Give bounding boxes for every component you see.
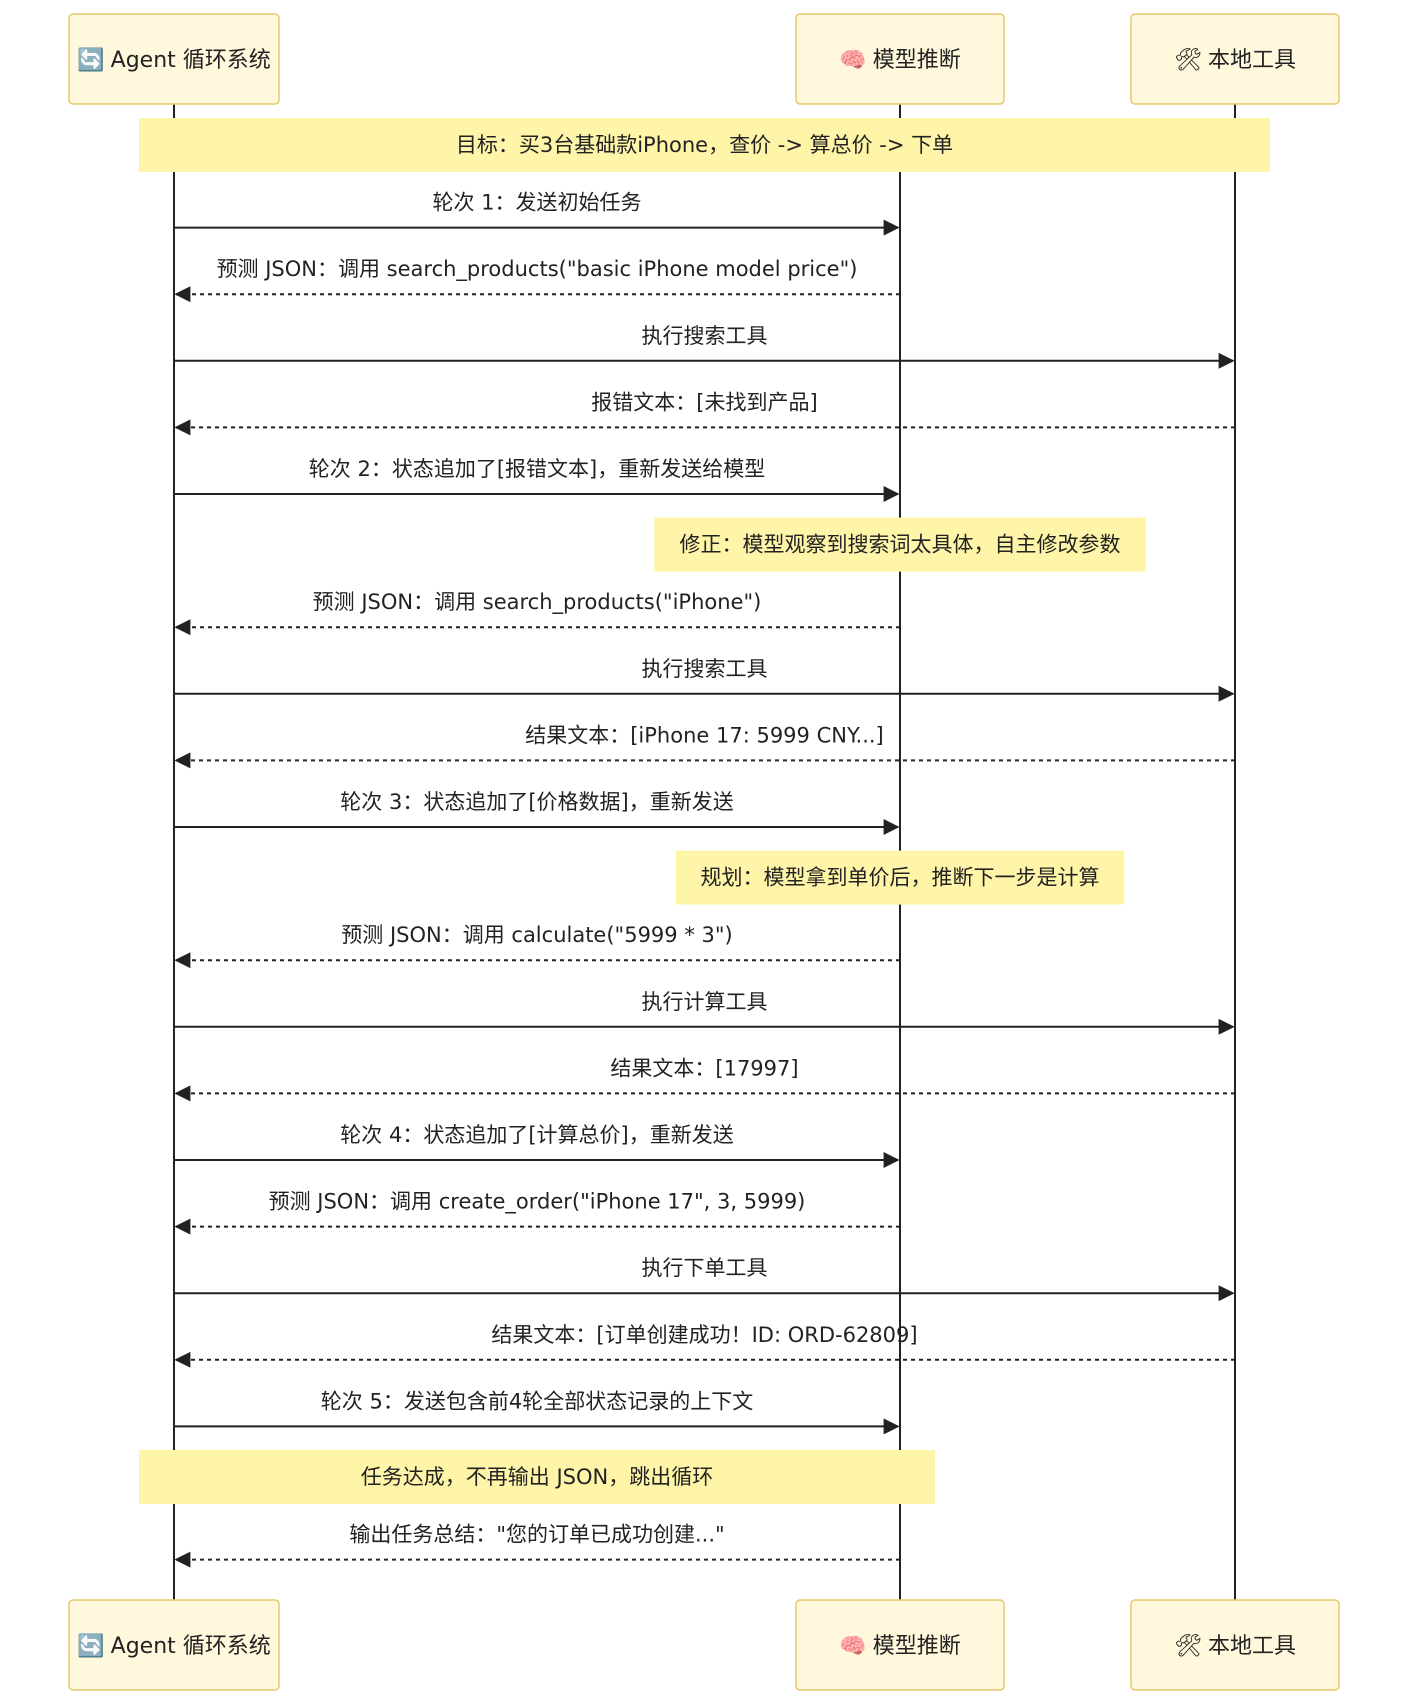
message: 执行搜索工具	[174, 324, 1235, 369]
message: 执行计算工具	[174, 990, 1235, 1035]
message-label: 执行搜索工具	[642, 657, 768, 681]
actor-box	[1130, 1599, 1340, 1691]
brain-icon: 🧠	[839, 1634, 866, 1659]
note-box	[139, 118, 1270, 172]
actor-box	[795, 13, 1005, 105]
actor-label-text: 本地工具	[1208, 48, 1296, 73]
message-label: 输出任务总结："您的订单已成功创建..."	[349, 1523, 724, 1547]
message-label: 结果文本：[17997]	[610, 1056, 798, 1080]
hammer-wrench-icon: 🛠	[1174, 48, 1202, 73]
actor-box	[1130, 13, 1340, 105]
message-label: 轮次 2：状态追加了[报错文本]，重新发送给模型	[309, 457, 765, 481]
actor-box	[795, 1599, 1005, 1691]
message: 轮次 2：状态追加了[报错文本]，重新发送给模型	[174, 457, 900, 502]
actor-model-top: 🧠 模型推断	[795, 13, 1005, 105]
actor-tools-top: 🛠本地工具	[1130, 13, 1340, 105]
actor-label-text: 模型推断	[873, 1634, 961, 1659]
message-label: 轮次 5：发送包含前4轮全部状态记录的上下文	[321, 1389, 753, 1413]
note-text: 目标：买3台基础款iPhone，查价 -> 算总价 -> 下单	[456, 133, 953, 157]
note-box	[654, 517, 1146, 572]
actor-label: 🧠 模型推断	[839, 48, 960, 73]
message: 预测 JSON：调用 search_products("iPhone")	[174, 590, 900, 636]
message-label: 结果文本：[订单创建成功！ID: ORD-62809]	[491, 1323, 917, 1347]
message-label: 预测 JSON：调用 create_order("iPhone 17", 3, …	[269, 1190, 806, 1215]
recycle-arrows-icon: 🔄	[77, 1633, 104, 1659]
message: 执行下单工具	[174, 1256, 1235, 1302]
note-box	[675, 850, 1125, 905]
actor-box	[68, 1599, 280, 1691]
message-label: 执行计算工具	[642, 990, 768, 1014]
actor-agent-top: 🔄 Agent 循环系统	[68, 13, 280, 105]
note-box	[139, 1450, 935, 1504]
actor-label-text: Agent 循环系统	[111, 48, 271, 73]
actor-label: 🧠 模型推断	[839, 1634, 960, 1659]
note: 修正：模型观察到搜索词太具体，自主修改参数	[654, 517, 1146, 572]
message: 轮次 4：状态追加了[计算总价]，重新发送	[174, 1123, 900, 1168]
message: 轮次 1：发送初始任务	[174, 191, 900, 236]
message: 结果文本：[订单创建成功！ID: ORD-62809]	[174, 1323, 1235, 1368]
actor-label: 🔄 Agent 循环系统	[77, 47, 271, 73]
note: 任务达成，不再输出 JSON，跳出循环	[139, 1450, 935, 1504]
recycle-arrows-icon: 🔄	[77, 47, 104, 73]
message-label: 报错文本：[未找到产品]	[591, 390, 817, 414]
message: 报错文本：[未找到产品]	[174, 390, 1235, 436]
message-label: 执行搜索工具	[642, 324, 768, 348]
note: 目标：买3台基础款iPhone，查价 -> 算总价 -> 下单	[139, 118, 1270, 172]
note-text: 任务达成，不再输出 JSON，跳出循环	[361, 1465, 713, 1489]
message-label: 轮次 1：发送初始任务	[432, 191, 641, 215]
message-label: 轮次 3：状态追加了[价格数据]，重新发送	[340, 790, 733, 814]
message: 预测 JSON：调用 create_order("iPhone 17", 3, …	[174, 1190, 900, 1235]
notes: 目标：买3台基础款iPhone，查价 -> 算总价 -> 下单修正：模型观察到搜…	[139, 118, 1270, 1504]
actor-label: 🛠本地工具	[1174, 1634, 1296, 1659]
message: 执行搜索工具	[174, 657, 1235, 702]
message-label: 轮次 4：状态追加了[计算总价]，重新发送	[340, 1123, 733, 1147]
message: 预测 JSON：调用 search_products("basic iPhone…	[174, 257, 900, 303]
actor-label-text: 本地工具	[1208, 1634, 1296, 1659]
note: 规划：模型拿到单价后，推断下一步是计算	[675, 850, 1125, 905]
message: 预测 JSON：调用 calculate("5999 * 3")	[174, 923, 900, 969]
actor-tools-bottom: 🛠本地工具	[1130, 1599, 1340, 1691]
actor-label: 🛠本地工具	[1174, 48, 1296, 73]
actor-box	[68, 13, 280, 105]
message: 结果文本：[iPhone 17: 5999 CNY...]	[174, 723, 1235, 769]
message: 轮次 5：发送包含前4轮全部状态记录的上下文	[174, 1389, 900, 1435]
brain-icon: 🧠	[839, 48, 866, 73]
actor-label-text: 模型推断	[873, 48, 961, 73]
actor-label: 🔄 Agent 循环系统	[77, 1633, 271, 1659]
message: 结果文本：[17997]	[174, 1056, 1235, 1102]
message-label: 执行下单工具	[642, 1256, 768, 1280]
message: 轮次 3：状态追加了[价格数据]，重新发送	[174, 790, 900, 835]
actor-agent-bottom: 🔄 Agent 循环系统	[68, 1599, 280, 1691]
message-label: 预测 JSON：调用 calculate("5999 * 3")	[341, 923, 732, 947]
note-text: 修正：模型观察到搜索词太具体，自主修改参数	[680, 533, 1121, 557]
message-label: 预测 JSON：调用 search_products("basic iPhone…	[217, 257, 858, 282]
message-label: 结果文本：[iPhone 17: 5999 CNY...]	[525, 723, 884, 747]
actor-model-bottom: 🧠 模型推断	[795, 1599, 1005, 1691]
actors: 🔄Agent 循环系统🧠模型推断🛠本地工具🔄Agent 循环系统🧠模型推断🛠本地…	[68, 13, 1340, 1691]
actor-label-text: Agent 循环系统	[111, 1634, 271, 1659]
note-text: 规划：模型拿到单价后，推断下一步是计算	[701, 866, 1100, 890]
message-label: 预测 JSON：调用 search_products("iPhone")	[313, 590, 762, 615]
message: 输出任务总结："您的订单已成功创建..."	[174, 1523, 900, 1568]
hammer-wrench-icon: 🛠	[1174, 1634, 1202, 1659]
